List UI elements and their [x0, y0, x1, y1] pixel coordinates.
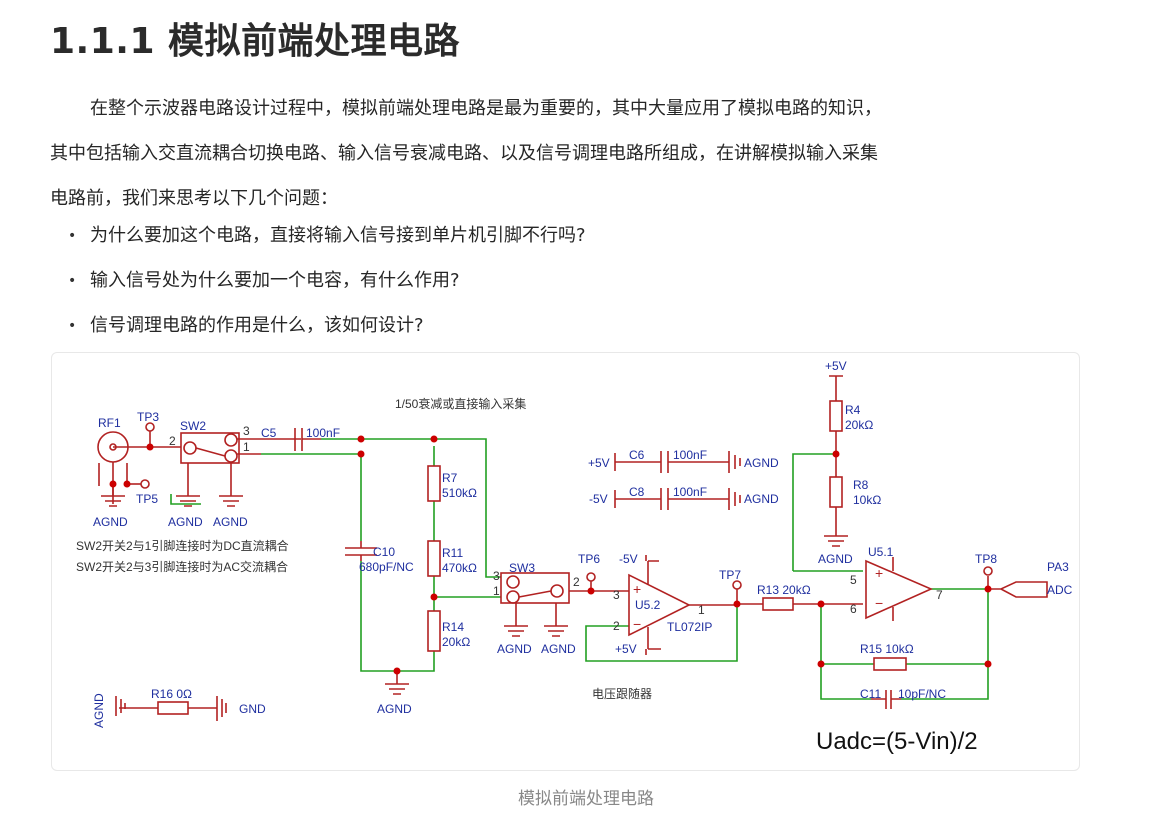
agnd-label: AGND — [93, 515, 128, 529]
r7-label: R7 — [442, 471, 458, 485]
formula: Uadc=(5-Vin)/2 — [816, 728, 978, 755]
agnd-label: AGND — [744, 456, 779, 470]
question-text: 输入信号处为什么要加一个电容，有什么作用? — [90, 270, 460, 291]
question-text: 为什么要加这个电路，直接将输入信号接到单片机引脚不行吗? — [90, 225, 586, 246]
bullet-icon: • — [68, 272, 77, 289]
pin-label: 2 — [613, 619, 620, 633]
plus5v-label: +5V — [825, 359, 847, 373]
c11-label: C11 — [860, 687, 881, 701]
question-list: • 为什么要加这个电路，直接将输入信号接到单片机引脚不行吗? • 输入信号处为什么要… — [68, 213, 586, 348]
tp8-label: TP8 — [975, 552, 997, 566]
schematic-diagram: RF1 TP3 TP5 SW2 C5 100nF AGND AGND AGND … — [76, 359, 1073, 755]
r11-label: R11 — [442, 546, 463, 560]
c8-value: 100nF — [673, 485, 707, 499]
c8-label: C8 — [629, 485, 645, 499]
agnd-label: AGND — [744, 492, 779, 506]
r14-value: 20kΩ — [442, 635, 470, 649]
agnd-label: AGND — [377, 702, 412, 716]
r4-label: R4 — [845, 403, 861, 417]
sw2-dc-note: SW2开关2与1引脚连接时为DC直流耦合 — [76, 538, 289, 553]
sw2-label: SW2 — [180, 419, 206, 433]
attenuation-note: 1/50衰减或直接输入采集 — [395, 396, 526, 411]
agnd-label: AGND — [541, 642, 576, 656]
r16-label: R16 0Ω — [151, 687, 192, 701]
bullet-icon: • — [68, 227, 77, 244]
junction-dots — [109, 435, 992, 675]
pin-label: 7 — [936, 588, 943, 602]
question-text: 信号调理电路的作用是什么，该如何设计? — [90, 315, 424, 336]
pin-label: 6 — [850, 602, 857, 616]
u52-part-label: TL072IP — [667, 620, 712, 634]
section-heading: 1.1.1 模拟前端处理电路 — [50, 21, 461, 62]
minus5v-label: -5V — [619, 552, 638, 566]
r4-value: 20kΩ — [845, 418, 873, 432]
pin-label: 1 — [243, 440, 250, 454]
agnd-label: AGND — [497, 642, 532, 656]
agnd-label-rotated: AGND — [92, 693, 106, 728]
agnd-label: AGND — [213, 515, 248, 529]
list-item: • 信号调理电路的作用是什么，该如何设计? — [68, 303, 586, 348]
c5-value: 100nF — [306, 426, 340, 440]
sw3-label: SW3 — [509, 561, 535, 575]
r13-label: R13 20kΩ — [757, 583, 811, 597]
agnd-label: AGND — [168, 515, 203, 529]
rf1-label: RF1 — [98, 416, 121, 430]
pin-label: 3 — [613, 588, 620, 602]
c10-label: C10 — [373, 545, 395, 559]
pin-label: 3 — [493, 569, 500, 583]
pin-label: 2 — [169, 434, 176, 448]
r7-value: 510kΩ — [442, 486, 477, 500]
tp7-label: TP7 — [719, 568, 741, 582]
pin-label: 5 — [850, 573, 857, 587]
adc-label: ADC — [1047, 583, 1073, 597]
paragraph-line-1: 在整个示波器电路设计过程中，模拟前端处理电路是最为重要的，其中大量应用了模拟电路… — [90, 98, 882, 119]
u51-label: U5.1 — [868, 545, 894, 559]
tp3-label: TP3 — [137, 410, 159, 424]
sw2-ac-note: SW2开关2与3引脚连接时为AC交流耦合 — [76, 559, 288, 574]
c10-value: 680pF/NC — [359, 560, 414, 574]
c11-value: 10pF/NC — [898, 687, 946, 701]
gnd-label: GND — [239, 702, 266, 716]
wires — [170, 438, 989, 700]
c5-label: C5 — [261, 426, 277, 440]
r15-label: R15 10kΩ — [860, 642, 914, 656]
r11-value: 470kΩ — [442, 561, 477, 575]
c6-value: 100nF — [673, 448, 707, 462]
tp6-label: TP6 — [578, 552, 600, 566]
r14-label: R14 — [442, 620, 464, 634]
noninverting-sign: + — [633, 581, 641, 597]
figure-caption: 模拟前端处理电路 — [518, 789, 654, 809]
c6-label: C6 — [629, 448, 645, 462]
r8-value: 10kΩ — [853, 493, 881, 507]
u52-label: U5.2 — [635, 598, 661, 612]
inverting-sign: − — [875, 595, 883, 611]
bullet-icon: • — [68, 317, 77, 334]
pin-label: 1 — [698, 603, 705, 617]
tp5-label: TP5 — [136, 492, 158, 506]
intro-paragraph: 在整个示波器电路设计过程中，模拟前端处理电路是最为重要的，其中大量应用了模拟电路… — [50, 86, 1080, 221]
follower-note: 电压跟随器 — [592, 686, 652, 701]
plus5v-label: +5V — [615, 642, 637, 656]
inverting-sign: − — [633, 616, 641, 632]
pin-label: 3 — [243, 424, 250, 438]
agnd-label: AGND — [818, 552, 853, 566]
noninverting-sign: + — [875, 565, 883, 581]
list-item: • 为什么要加这个电路，直接将输入信号接到单片机引脚不行吗? — [68, 213, 586, 258]
paragraph-line-3: 电路前，我们来思考以下几个问题： — [50, 188, 338, 209]
schematic-figure: RF1 TP3 TP5 SW2 C5 100nF AGND AGND AGND … — [51, 352, 1080, 771]
r8-label: R8 — [853, 478, 869, 492]
pin-label: 1 — [493, 584, 500, 598]
minus5v-label: -5V — [589, 492, 608, 506]
list-item: • 输入信号处为什么要加一个电容，有什么作用? — [68, 258, 586, 303]
pa3-label: PA3 — [1047, 560, 1069, 574]
plus5v-label: +5V — [588, 456, 610, 470]
pin-label: 2 — [573, 575, 580, 589]
paragraph-line-2: 其中包括输入交直流耦合切换电路、输入信号衰减电路、以及信号调理电路所组成，在讲解… — [50, 143, 878, 164]
